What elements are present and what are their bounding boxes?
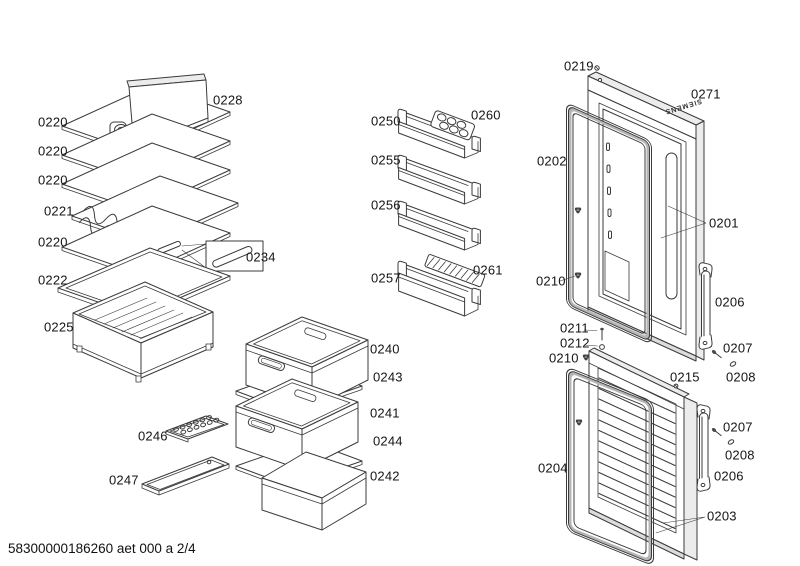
screw-0207-upper [710,348,722,359]
door-stop-0210-a [574,207,582,214]
leader-0210 [559,275,576,282]
door-stop-0210-b [574,272,582,279]
screw-0215 [673,383,679,389]
shelf-stack [57,73,264,496]
bottle-rack-0261 [424,254,486,288]
door-gasket-0202 [566,104,652,343]
door-gasket-0204 [566,368,654,564]
cap-0208-lower [727,439,735,445]
screw-0207-lower [710,426,722,437]
leader-0201 [660,205,707,239]
damper-0234 [157,240,264,272]
drawer-box-0242 [261,451,367,531]
screw-0211 [583,327,604,341]
door-bins [397,108,486,317]
freezer-drawers [235,316,369,531]
door-stop-0210-d [575,419,583,426]
document-number: 58300000186260 aet 000 a 2/4 [8,541,196,556]
liner-slots [606,142,612,239]
leader-0203 [655,516,706,534]
door-handle-0206-lower [696,404,711,492]
washer-0212 [583,344,605,350]
door-bin-0255 [397,154,481,205]
lower-door-assembly [566,347,735,564]
cap-0208-upper [729,361,737,367]
ice-tray-0246 [165,415,229,443]
upper-door-assembly: SIEMENS [559,65,737,367]
crisper-0225 [72,281,214,383]
door-bin-0257 [397,260,481,317]
door-bin-0256 [397,200,481,251]
tray-0247 [141,456,230,496]
door-stop-0210-c [582,354,590,361]
egg-tray-0260 [430,110,475,141]
